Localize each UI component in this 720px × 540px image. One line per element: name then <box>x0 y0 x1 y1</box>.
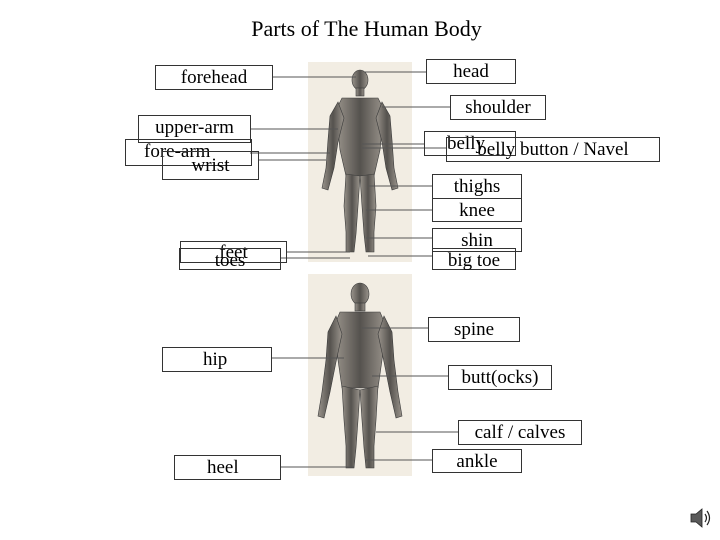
page-title: Parts of The Human Body <box>251 16 482 41</box>
label-belly-button: belly button / Navel <box>446 137 660 162</box>
back-body-figure <box>317 282 403 469</box>
label-shoulder: shoulder <box>450 95 546 120</box>
label-heel: heel <box>174 455 281 480</box>
label-feet: feet <box>180 241 287 263</box>
label-hip: hip <box>162 347 272 372</box>
label-belly: belly <box>424 131 516 156</box>
front-body-figure <box>321 69 399 253</box>
label-wrist: wrist <box>162 151 259 180</box>
label-toes: toes <box>179 248 281 270</box>
leader-lines <box>250 71 458 468</box>
label-calves: calf / calves <box>458 420 582 445</box>
label-ankle: ankle <box>432 449 522 473</box>
label-upper-arm: upper-arm <box>138 115 251 143</box>
label-shin: shin <box>432 228 522 252</box>
label-big-toe: big toe <box>432 248 516 270</box>
label-spine: spine <box>428 317 520 342</box>
label-head: head <box>426 59 516 84</box>
label-forehead: forehead <box>155 65 273 90</box>
label-knee: knee <box>432 198 522 222</box>
label-thighs: thighs <box>432 174 522 199</box>
speaker-icon[interactable] <box>688 505 714 531</box>
label-buttocks: butt(ocks) <box>448 365 552 390</box>
